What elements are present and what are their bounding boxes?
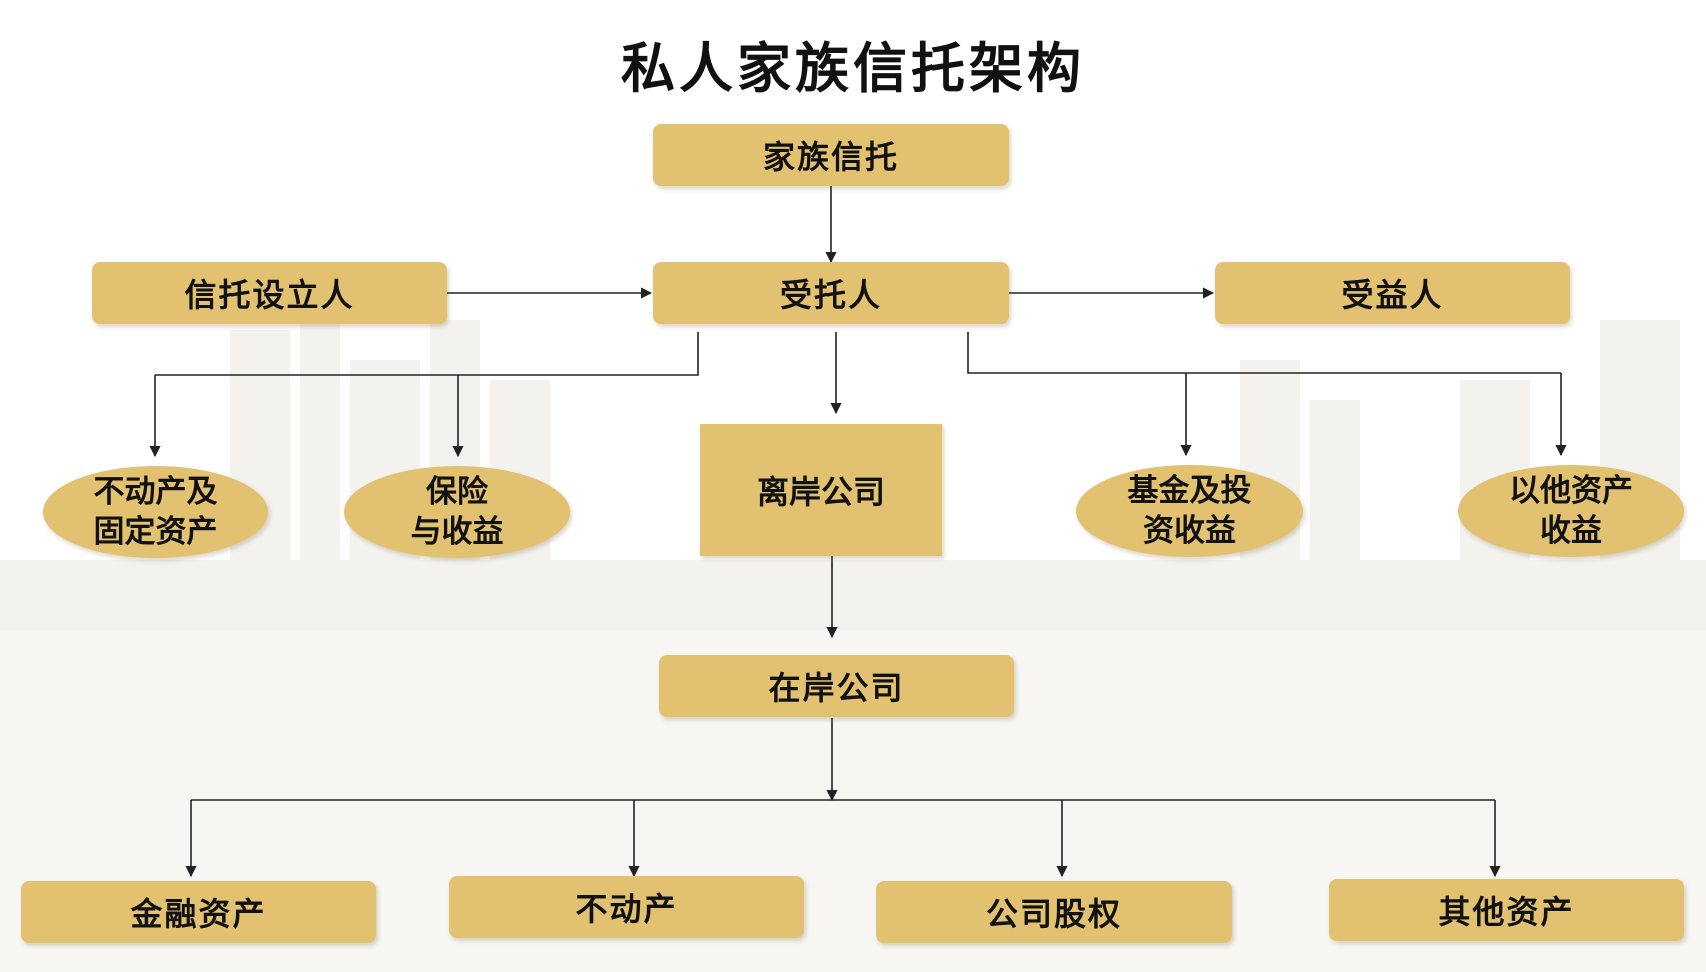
node-other-assets: 其他资产 xyxy=(1329,879,1684,941)
node-other-assets-income: 以他资产收益 xyxy=(1458,465,1684,557)
node-fund-investment-income: 基金及投资收益 xyxy=(1076,465,1303,557)
node-financial-assets: 金融资产 xyxy=(21,881,376,943)
node-real-estate: 不动产 xyxy=(449,876,804,938)
node-real-estate-fixed-line1: 不动产及 xyxy=(93,474,218,510)
node-other-income-line2: 收益 xyxy=(1540,513,1602,549)
node-onshore-company: 在岸公司 xyxy=(659,655,1014,717)
node-settlor: 信托设立人 xyxy=(92,262,447,324)
node-other-income-line1: 以他资产 xyxy=(1509,473,1633,509)
node-fund-line1: 基金及投 xyxy=(1127,473,1252,509)
node-insurance-line1: 保险 xyxy=(426,474,488,510)
node-real-estate-fixed-assets: 不动产及固定资产 xyxy=(43,466,268,558)
branch-trustee-left xyxy=(155,332,699,376)
node-family-trust: 家族信托 xyxy=(653,124,1009,186)
branch-trustee-right xyxy=(967,332,1561,374)
node-fund-line2: 资收益 xyxy=(1143,513,1236,549)
node-insurance-line2: 与收益 xyxy=(410,514,504,550)
node-beneficiary: 受益人 xyxy=(1215,262,1570,324)
node-insurance-income: 保险与收益 xyxy=(344,466,570,558)
diagram-title: 私人家族信托架构 xyxy=(621,37,1085,100)
node-real-estate-fixed-line2: 固定资产 xyxy=(93,514,218,550)
node-offshore-company: 离岸公司 xyxy=(700,424,942,556)
node-company-equity: 公司股权 xyxy=(876,881,1232,943)
node-trustee: 受托人 xyxy=(653,262,1009,324)
